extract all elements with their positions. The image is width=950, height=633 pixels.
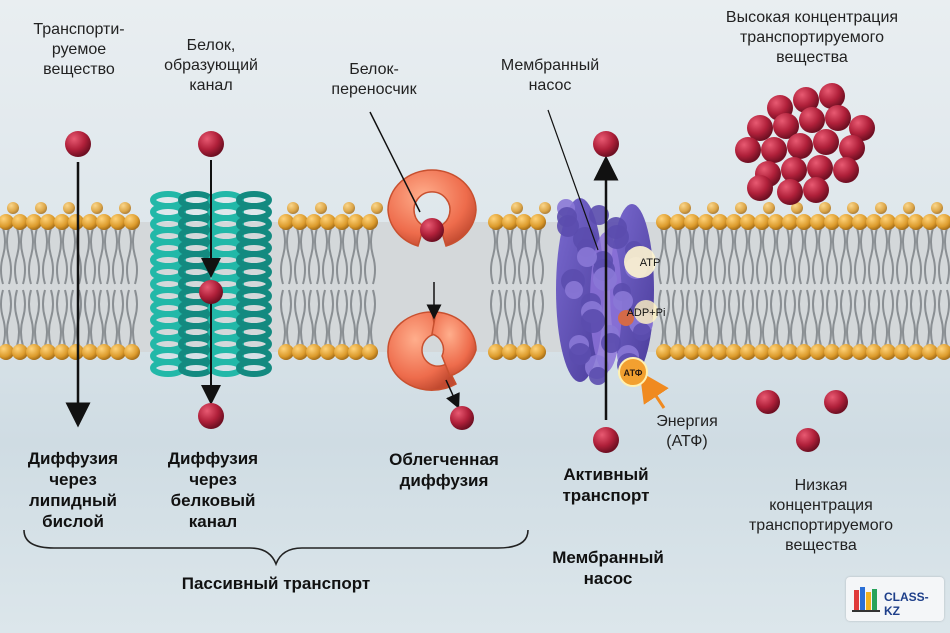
diffusion-channel-label: Диффузия через белковый канал <box>167 449 259 531</box>
logo-text: CLASS-KZ <box>884 590 929 618</box>
carrier-protein-label: Белок- переносчик <box>331 61 417 98</box>
high-concentration-cluster <box>735 83 875 205</box>
lipid-heads-bottom <box>0 344 950 360</box>
molecule-lipid-top <box>65 131 91 157</box>
channel-protein-label: Белок, образующий канал <box>164 37 258 94</box>
membrane-pump-top-label: Мембранный насос <box>500 57 600 94</box>
carrier-arrow-out <box>445 379 460 409</box>
molecule-pump-bottom <box>593 427 619 453</box>
pump-label-line <box>547 109 599 251</box>
facilitated-diffusion-label: Облегченная диффузия <box>389 450 499 490</box>
atp-text: ATP <box>640 257 661 269</box>
lipid-heads-top <box>0 202 950 230</box>
molecule-channel-mid <box>199 280 223 304</box>
carrier-protein <box>387 169 477 391</box>
molecule-pump-top <box>593 131 619 157</box>
class-kz-logo: CLASS-KZ <box>846 577 944 621</box>
molecule-channel-bottom <box>198 403 224 429</box>
low-concentration-label: Низкая концентрация транспортируемого ве… <box>748 477 894 554</box>
atf-text: АТФ <box>624 368 643 378</box>
diffusion-lipid-label: Диффузия через липидный бислой <box>27 449 119 531</box>
molecule-carrier-out <box>450 406 474 430</box>
molecule-channel-top <box>198 131 224 157</box>
lipid-tails <box>0 227 950 347</box>
active-transport-label: Активный транспорт <box>562 465 650 505</box>
membrane-core <box>0 222 950 352</box>
transported-substance-label: Транспорти- руемое вещество <box>33 21 125 78</box>
passive-transport-label: Пассивный транспорт <box>181 574 371 593</box>
membrane-pump-bottom-label: Мембранный насос <box>552 548 664 588</box>
molecule-low-3 <box>796 428 820 452</box>
adp-glow <box>634 300 658 324</box>
molecule-low-2 <box>824 390 848 414</box>
molecule-carrier-in <box>420 218 444 242</box>
atp-glow <box>624 246 656 278</box>
atf-badge <box>618 357 648 387</box>
carrier-arrow-in <box>369 111 421 213</box>
molecule-pump-inside <box>618 310 634 326</box>
high-concentration-label: Высокая концентрация транспортируемого в… <box>725 9 899 66</box>
passive-transport-brace <box>23 529 529 567</box>
energy-arrow <box>639 371 669 409</box>
adp-pi-text: ADP+Pi <box>627 307 666 319</box>
energy-atp-label: Энергия (АТФ) <box>656 413 718 450</box>
books-icon <box>852 587 880 612</box>
molecule-low-1 <box>756 390 780 414</box>
